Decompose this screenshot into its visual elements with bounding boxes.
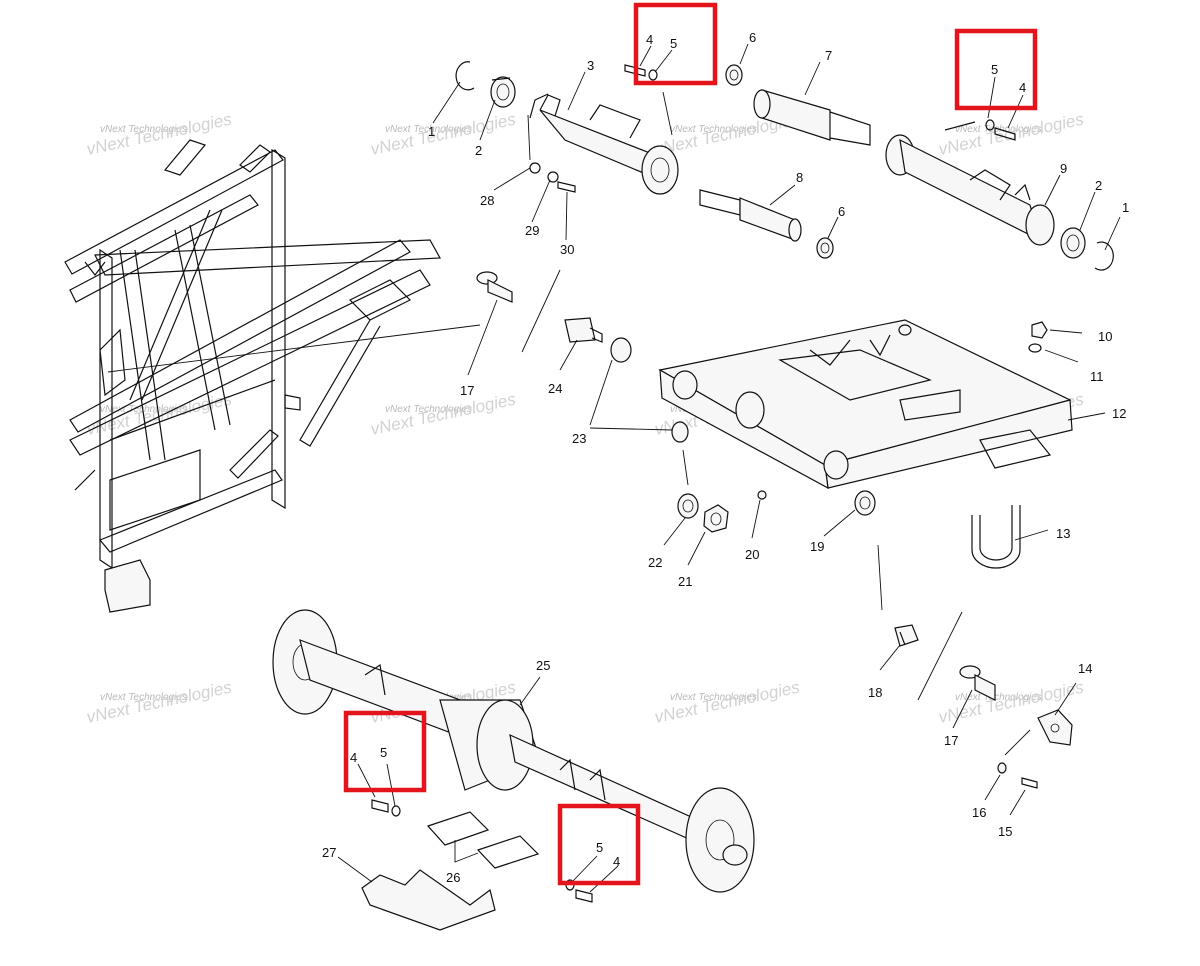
part-fitting-18 [894,624,919,647]
part-bolt-30 [557,181,576,193]
callout-30: 30 [560,242,574,257]
highlight-box-top-center [633,2,718,86]
highlight-box-top-right [954,28,1038,111]
callout-1: 1 [1122,200,1129,215]
callout-26: 26 [446,870,460,885]
callout-8: 8 [796,170,803,185]
part-spindle-17a [476,271,513,303]
part-washer-28 [529,162,541,174]
callout-6: 6 [749,30,756,45]
callout-4: 4 [350,750,357,765]
part-bushing-2a [490,76,516,108]
part-spindle-17b [959,665,996,701]
callout-24: 24 [548,381,562,396]
callout-15: 15 [998,824,1012,839]
callout-5: 5 [596,840,603,855]
highlight-box-bottom-center [557,803,641,886]
part-bolt-15 [1021,777,1038,789]
part-washer-5b [985,119,995,131]
callout-10: 10 [1098,329,1112,344]
svg-text:vNext Technologies: vNext Technologies [670,124,757,135]
callout-2: 2 [1095,178,1102,193]
chassis-frame [64,139,441,613]
part-fitting-20 [757,490,767,500]
svg-text:vNext Technologies: vNext Technologies [100,692,187,703]
callout-19: 19 [810,539,824,554]
callout-20: 20 [745,547,759,562]
part-snap-ring-1b [1094,241,1114,271]
part-shaft-7 [753,89,871,146]
callout-4: 4 [646,32,653,47]
part-pivot-tube-3 [529,93,679,195]
callout-29: 29 [525,223,539,238]
callout-5: 5 [991,62,998,77]
part-u-bolt-13 [971,505,1021,569]
callout-21: 21 [678,574,692,589]
callout-5: 5 [380,745,387,760]
svg-text:vNext Technologies: vNext Technologies [385,404,472,415]
callout-9: 9 [1060,161,1067,176]
part-nut-21 [703,504,729,533]
leader-lines [107,43,1121,893]
svg-text:vNext Technologies: vNext Technologies [670,692,757,703]
part-bushing-23 [610,337,689,443]
callout-27: 27 [322,845,336,860]
callout-13: 13 [1056,526,1070,541]
callout-4: 4 [613,854,620,869]
part-bolt-4b [944,121,1016,141]
svg-text:vNext Technologies: vNext Technologies [955,692,1042,703]
highlight-box-bottom-left [343,710,427,793]
part-axle-25 [272,609,755,893]
part-pivot-tube-9 [885,134,1055,246]
callout-3: 3 [587,58,594,73]
callout-labels: 1 2 3 4 5 6 7 8 6 5 4 9 2 1 28 29 30 10 … [322,30,1129,885]
part-swing-arm-12 [658,319,1073,490]
part-bolt-4d [575,889,593,903]
svg-text:vNext Technologies: vNext Technologies [100,124,187,135]
svg-text:vNext Technologies: vNext Technologies [385,124,472,135]
svg-text:vNext Technologies: vNext Technologies [100,404,187,415]
part-nut-10 [1031,321,1048,339]
part-bushing-2b [1060,227,1086,259]
callout-6: 6 [838,204,845,219]
callout-12: 12 [1112,406,1126,421]
part-skid-plate-27 [361,869,496,931]
callout-7: 7 [825,48,832,63]
part-washer-6a [725,64,743,86]
callout-14: 14 [1078,661,1092,676]
part-washer-5c [391,805,401,817]
part-decals-26 [426,811,540,869]
part-fitting-24 [564,317,603,343]
part-bolt-4a [624,64,646,77]
part-washer-22 [677,493,699,519]
callout-25: 25 [536,658,550,673]
part-washer-5a [648,69,658,81]
callout-1: 1 [428,124,435,139]
part-washer-29 [547,171,559,183]
part-snap-ring-1a [455,61,475,91]
part-washer-11 [1028,343,1042,353]
callout-17: 17 [944,733,958,748]
callout-5: 5 [670,36,677,51]
callout-22: 22 [648,555,662,570]
callout-28: 28 [480,193,494,208]
part-washer-6b [816,237,834,259]
callout-18: 18 [868,685,882,700]
part-shaft-8 [699,189,802,242]
part-bushing-19 [854,490,876,516]
callout-2: 2 [475,143,482,158]
callout-17: 17 [460,383,474,398]
part-nut-16 [997,762,1007,774]
part-bolt-4c [371,799,389,813]
callout-4: 4 [1019,80,1026,95]
callout-23: 23 [572,431,586,446]
part-plate-14 [1037,709,1073,746]
highlight-boxes [343,2,1038,886]
callout-11: 11 [1090,369,1104,384]
callout-16: 16 [972,805,986,820]
